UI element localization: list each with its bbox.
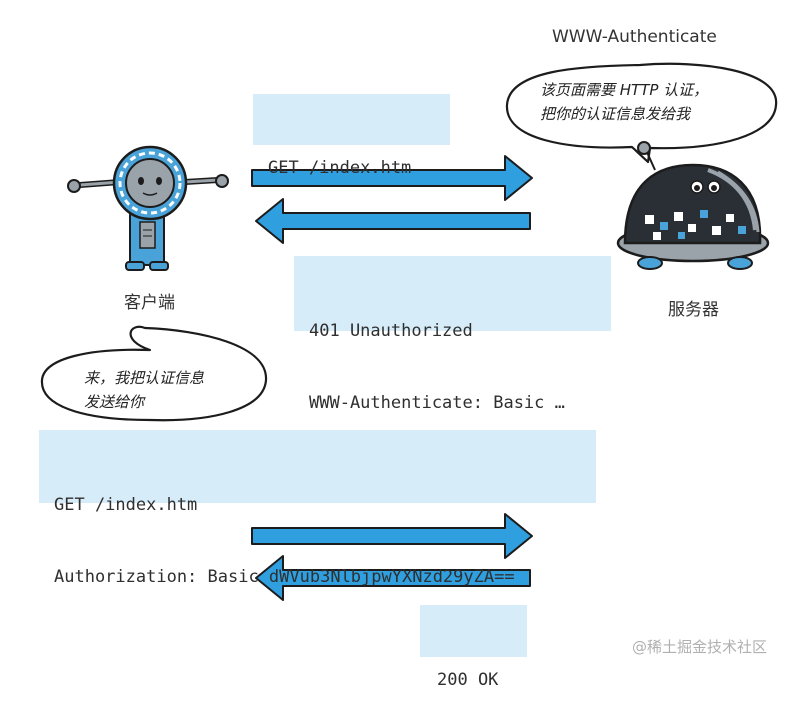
response-2-line-1: 200 OK — [437, 670, 499, 690]
response-1-line-2: WWW-Authenticate: Basic … — [309, 393, 565, 413]
header-label: WWW-Authenticate — [552, 27, 717, 47]
client-robot-icon — [67, 145, 229, 271]
client-bubble-line-2: 发送给你 — [84, 393, 145, 411]
server-bubble-line-2: 把你的认证信息发给我 — [540, 105, 691, 123]
server-bubble-text: 该页面需要 HTTP 认证， 把你的认证信息发给我 — [540, 78, 708, 126]
arrow-request-1 — [251, 155, 533, 201]
server-robot-icon — [616, 141, 770, 270]
request-2-line-1: GET /index.htm — [54, 495, 198, 515]
request-2-box: GET /index.htm Authorization: Basic dWVu… — [39, 430, 596, 587]
arrow-response-1 — [255, 198, 531, 244]
client-speech-bubble — [40, 325, 268, 422]
diagram-canvas — [40, 62, 778, 601]
watermark: @稀土掘金技术社区 — [632, 638, 768, 656]
response-2-box: 200 OK — [420, 605, 527, 690]
response-1-box: 401 Unauthorized WWW-Authenticate: Basic… — [294, 256, 611, 413]
client-bubble-line-1: 来，我把认证信息 — [84, 369, 205, 387]
request-2-line-2: Authorization: Basic dWVub3NlbjpwYXNzd29… — [54, 567, 515, 587]
server-bubble-line-1: 该页面需要 HTTP 认证， — [540, 81, 709, 99]
arrow-response-2 — [255, 555, 531, 601]
arrow-request-2 — [251, 513, 533, 559]
response-1-line-1: 401 Unauthorized — [309, 321, 473, 341]
request-1-box: GET /index.htm — [253, 94, 450, 178]
client-label: 客户端 — [124, 293, 175, 313]
request-1-line-1: GET /index.htm — [268, 158, 412, 178]
server-label: 服务器 — [668, 300, 719, 320]
client-bubble-text: 来，我把认证信息 发送给你 — [84, 366, 204, 414]
